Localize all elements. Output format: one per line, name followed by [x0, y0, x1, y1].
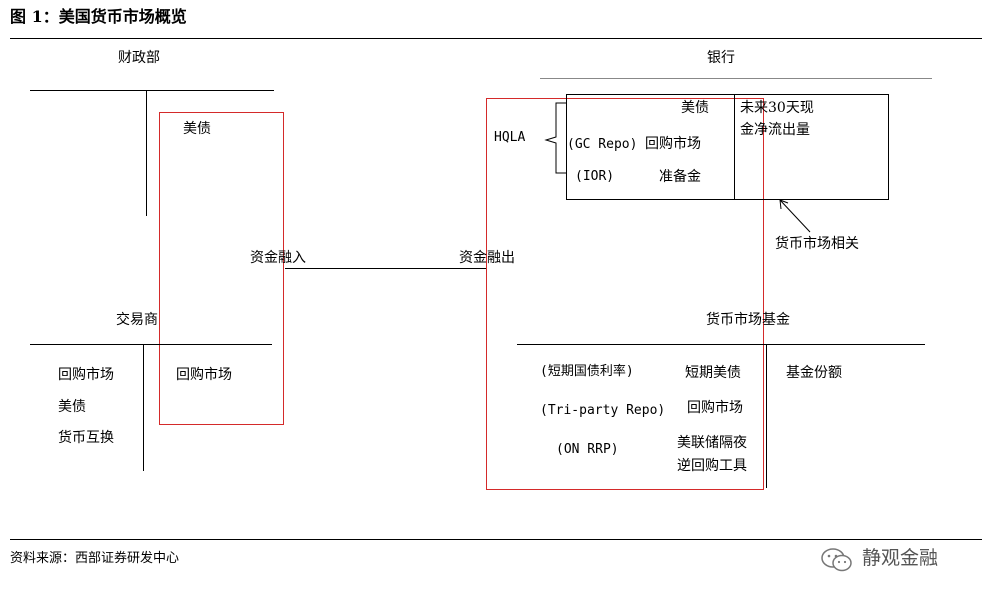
watermark-text: 静观金融 [862, 547, 939, 569]
mmf-repo-market: 回购市场 [687, 400, 743, 416]
left-repo-market-label: 回购市场 [176, 367, 232, 383]
dealer-item-swaps: 货币互换 [58, 430, 114, 446]
mmf-fed-rrp-line2: 逆回购工具 [677, 458, 747, 474]
mmf-short-treasuries: 短期美债 [685, 365, 741, 381]
treasury-dealer-red-box [159, 112, 284, 425]
hqla-brace [544, 102, 566, 174]
mmf-fed-rrp-line1: 美联储隔夜 [677, 435, 747, 451]
hqla-gc-repo: (GC Repo) [567, 137, 638, 152]
hqla-box-divider [734, 94, 735, 200]
hqla-ior: (IOR) [575, 169, 615, 184]
footer-rule [10, 539, 982, 540]
mmf-rule [517, 344, 925, 345]
net-outflow-line1: 未来30天现 [740, 100, 814, 116]
left-treasuries-label: 美债 [183, 121, 211, 137]
treasury-divider [146, 90, 147, 216]
bank-mmf-red-box [486, 98, 764, 490]
dealers-divider [143, 344, 144, 471]
mm-related-arrowhead [779, 199, 789, 210]
mm-related-pointer [779, 199, 811, 233]
mmf-short-rate: (短期国债利率) [540, 364, 634, 379]
net-outflow-line2: 金净流出量 [740, 122, 810, 138]
dealers-rule [30, 344, 272, 345]
hqla-treasuries: 美债 [681, 100, 709, 116]
banks-label: 银行 [707, 50, 735, 66]
hqla-reserves: 准备金 [659, 169, 701, 185]
funds-out-label: 资金融出 [459, 250, 515, 266]
mmf-triparty: (Tri-party Repo) [540, 403, 666, 418]
funds-flow-line [285, 268, 487, 269]
hqla-box [566, 94, 889, 200]
funds-in-label: 资金融入 [250, 250, 306, 266]
treasury-label: 财政部 [118, 50, 160, 66]
wechat-logo-icon [820, 547, 854, 573]
figure-title: 图 1：美国货币市场概览 [10, 7, 187, 26]
mm-related-label: 货币市场相关 [775, 236, 859, 252]
title-rule [10, 38, 982, 39]
mmf-fund-shares: 基金份额 [786, 365, 842, 381]
dealer-item-treasuries: 美债 [58, 399, 86, 415]
mmf-label: 货币市场基金 [706, 312, 790, 328]
mmf-on-rrp: (ON RRP) [556, 442, 619, 457]
source-note: 资料来源：西部证券研发中心 [10, 551, 180, 566]
treasury-rule [30, 90, 274, 91]
hqla-repo-market: 回购市场 [645, 136, 701, 152]
banks-rule [540, 78, 932, 79]
dealer-item-repo: 回购市场 [58, 367, 114, 383]
dealers-label: 交易商 [116, 312, 158, 328]
hqla-label: HQLA [494, 130, 526, 145]
mmf-divider [766, 344, 767, 488]
